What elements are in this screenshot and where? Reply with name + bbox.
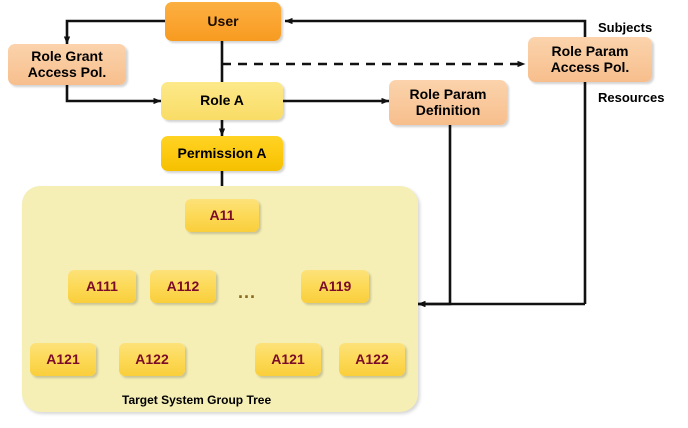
node-role-param-access-pol-label-line2: Access Pol. — [550, 58, 630, 75]
label-resources: Resources — [598, 90, 665, 105]
label-subjects: Subjects — [598, 20, 653, 35]
node-role-a[interactable]: Role A — [161, 82, 283, 120]
tree-node-a121-right-label: A121 — [271, 350, 305, 367]
node-role-param-definition[interactable]: Role Param Definition — [389, 80, 507, 125]
tree-node-a121-left[interactable]: A121 — [30, 343, 96, 376]
node-role-grant-access-pol-label-line1: Role Grant — [31, 48, 103, 65]
tree-caption: Target System Group Tree — [122, 393, 272, 407]
node-role-param-access-pol[interactable]: Role Param Access Pol. — [528, 37, 652, 82]
tree-node-a112[interactable]: A112 — [150, 270, 216, 303]
tree-node-a119[interactable]: A119 — [301, 270, 369, 303]
edge-resources-to-user — [284, 17, 587, 304]
tree-node-a119-label: A119 — [318, 277, 352, 294]
tree-node-a122-left[interactable]: A122 — [119, 343, 185, 376]
node-permission-a-label: Permission A — [177, 144, 267, 161]
tree-node-a122-left-label: A122 — [135, 350, 169, 367]
node-role-param-access-pol-label-line1: Role Param — [551, 43, 629, 60]
node-role-grant-access-pol[interactable]: Role Grant Access Pol. — [8, 44, 126, 85]
tree-node-a111[interactable]: A111 — [68, 270, 136, 303]
node-role-param-definition-label-line1: Role Param — [409, 86, 487, 103]
node-user-label: User — [207, 12, 239, 29]
node-role-param-definition-label-line2: Definition — [415, 101, 481, 118]
tree-node-a121-right[interactable]: A121 — [255, 343, 321, 376]
tree-node-a122-right-label: A122 — [355, 350, 389, 367]
edge-role-grant-to-role-a — [65, 85, 162, 105]
tree-node-a112-label: A112 — [166, 277, 200, 294]
node-role-grant-access-pol-label-line2: Access Pol. — [27, 63, 107, 80]
edge-role-param-def-to-tree — [417, 125, 452, 308]
node-role-a-label: Role A — [200, 92, 244, 109]
tree-node-a11[interactable]: A11 — [185, 199, 259, 232]
tree-node-a122-right[interactable]: A122 — [339, 343, 405, 376]
edge-user-to-role-grant — [63, 19, 165, 45]
tree-node-a111-label: A111 — [86, 277, 118, 294]
tree-ellipsis: ... — [238, 282, 257, 302]
tree-node-a121-left-label: A121 — [46, 350, 80, 367]
node-user[interactable]: User — [165, 2, 281, 41]
tree-node-a11-label: A11 — [209, 206, 235, 223]
node-permission-a[interactable]: Permission A — [161, 136, 283, 171]
